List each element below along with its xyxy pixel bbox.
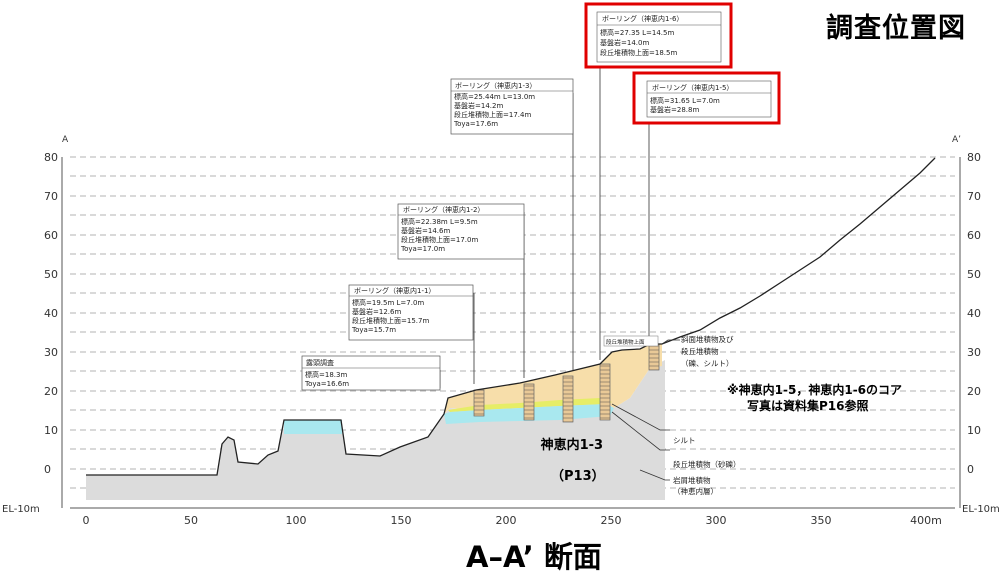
y-tick-left-60: 60 — [44, 229, 58, 242]
outcrop-line-1: 標高=18.3m — [305, 370, 347, 379]
borehole-5-line-1: 標高=31.65 L=7.0m — [650, 96, 720, 105]
unit-labels: 斜面堆積物及び 段丘堆積物 （礫、シルト） シルト 段丘堆積物（砂礫） 岩屑堆積… — [673, 334, 741, 496]
unit-label-slope-deposit-1: 斜面堆積物及び — [681, 334, 734, 344]
x-tick-350: 350 — [811, 514, 832, 527]
borehole-3-line-2: 基盤岩=14.2m — [454, 101, 503, 110]
borehole-3-line-3: 段丘堆積物上面=17.4m — [454, 110, 531, 119]
x-tick-labels: 0 50 100 150 200 250 300 350 400m — [83, 514, 942, 527]
y-tick-labels-left: 80 70 60 50 40 30 20 10 0 — [44, 151, 58, 476]
borehole-2-line-4: Toya=17.0m — [400, 245, 445, 253]
y-tick-right-70: 70 — [967, 190, 981, 203]
borehole-1-line-4: Toya=15.7m — [351, 326, 396, 334]
borehole-6-line-1: 標高=27.35 L=14.5m — [600, 28, 674, 37]
page-title: 調査位置図 — [826, 13, 966, 44]
shoreline-block — [284, 420, 342, 434]
outcrop-line-2: Toya=16.6m — [304, 380, 349, 388]
borehole-columns — [473, 343, 660, 423]
y-tick-left-70: 70 — [44, 190, 58, 203]
y-tick-left-20: 20 — [44, 385, 58, 398]
borehole-box-2: ボーリング（神恵内1-2） 標高=22.38m L=9.5m 基盤岩=14.6m… — [397, 203, 525, 260]
x-tick-250: 250 — [601, 514, 622, 527]
borehole-2-line-1: 標高=22.38m L=9.5m — [401, 217, 478, 226]
note-line-1: ※神恵内1-5，神恵内1-6のコア — [727, 383, 903, 397]
outcrop-title: 露頭調査 — [306, 358, 334, 367]
borehole-5-title: ボーリング（神恵内1-5） — [652, 83, 733, 92]
y-tick-right-0: 0 — [967, 463, 974, 476]
borehole-5-line-2: 基盤岩=28.8m — [650, 105, 699, 114]
borehole-2-title: ボーリング（神恵内1-2） — [403, 205, 484, 214]
y-tick-labels-right: 80 70 60 50 40 30 20 10 0 — [967, 151, 981, 476]
borehole-6-line-3: 段丘堆積物上面=18.5m — [600, 48, 677, 57]
borehole-6-line-2: 基盤岩=14.0m — [600, 38, 649, 47]
unit-label-silt: シルト — [673, 436, 696, 445]
y-tick-right-60: 60 — [967, 229, 981, 242]
unit-label-slope-deposit-2: 段丘堆積物 — [681, 346, 719, 356]
y-tick-left-50: 50 — [44, 268, 58, 281]
borehole-1-line-1: 標高=19.5m L=7.0m — [352, 298, 424, 307]
callout-line-1: 神恵内1-3 — [540, 438, 604, 453]
y-tick-right-20: 20 — [967, 385, 981, 398]
y-tick-left-10: 10 — [44, 424, 58, 437]
borehole-box-6: ボーリング（神恵内1-6） 標高=27.35 L=14.5m 基盤岩=14.0m… — [584, 2, 733, 69]
y-tick-right-40: 40 — [967, 307, 981, 320]
bedrock-layer — [86, 360, 665, 500]
borehole-3-line-4: Toya=17.6m — [453, 120, 498, 128]
borehole-3-line-1: 標高=25.44m L=13.0m — [454, 92, 535, 101]
borehole-callout: 神恵内1-3 （P13） — [539, 434, 605, 484]
borehole-3-title: ボーリング（神恵内1-3） — [455, 81, 536, 90]
borehole-box-3: ボーリング（神恵内1-3） 標高=25.44m L=13.0m 基盤岩=14.2… — [450, 78, 574, 135]
callout-line-2: （P13） — [551, 469, 605, 484]
y-tick-right-50: 50 — [967, 268, 981, 281]
unit-label-slope-deposit-3: （礫、シルト） — [681, 358, 734, 368]
note-line-2: 写真は資料集P16参照 — [747, 399, 869, 413]
borehole-2-line-3: 段丘堆積物上面=17.0m — [401, 235, 478, 244]
borehole-6-title: ボーリング（神恵内1-6） — [602, 14, 683, 23]
borehole-1-line-2: 基盤岩=12.6m — [352, 307, 401, 316]
small-surface-label: 段丘堆積物上面 — [606, 338, 645, 346]
x-tick-100: 100 — [286, 514, 307, 527]
borehole-box-1: ボーリング（神恵内1-1） 標高=19.5m L=7.0m 基盤岩=12.6m … — [348, 284, 474, 341]
unit-label-debris-1: 岩屑堆積物 — [673, 475, 711, 485]
borehole-box-5: ボーリング（神恵内1-5） 標高=31.65 L=7.0m 基盤岩=28.8m — [632, 71, 781, 125]
borehole-1-line-3: 段丘堆積物上面=15.7m — [352, 316, 429, 325]
core-photo-note: ※神恵内1-5，神恵内1-6のコア 写真は資料集P16参照 — [727, 382, 902, 414]
y-bottom-label-left: EL-10m — [2, 504, 40, 515]
y-tick-right-30: 30 — [967, 346, 981, 359]
y-bottom-label-right: EL-10m — [962, 504, 1000, 515]
unit-label-debris-2: （神恵内層） — [673, 486, 718, 496]
y-tick-left-80: 80 — [44, 151, 58, 164]
y-tick-right-10: 10 — [967, 424, 981, 437]
unit-label-sand-gravel: 段丘堆積物（砂礫） — [673, 459, 741, 469]
y-tick-right-80: 80 — [967, 151, 981, 164]
x-tick-400m: 400m — [910, 514, 942, 527]
section-end-left: A — [62, 135, 69, 145]
x-tick-150: 150 — [391, 514, 412, 527]
section-title: A–A’ 断面 — [466, 540, 602, 574]
outcrop-survey-box: 露頭調査 標高=18.3m Toya=16.6m — [301, 355, 441, 391]
y-tick-left-0: 0 — [44, 463, 51, 476]
section-end-right: A’ — [952, 135, 961, 145]
borehole-2-line-2: 基盤岩=14.6m — [401, 226, 450, 235]
x-tick-0: 0 — [83, 514, 90, 527]
x-tick-300: 300 — [706, 514, 727, 527]
y-tick-left-40: 40 — [44, 307, 58, 320]
borehole-1-title: ボーリング（神恵内1-1） — [354, 286, 435, 295]
x-tick-50: 50 — [184, 514, 198, 527]
x-tick-200: 200 — [496, 514, 517, 527]
y-tick-left-30: 30 — [44, 346, 58, 359]
ground-surface-line — [86, 157, 936, 476]
